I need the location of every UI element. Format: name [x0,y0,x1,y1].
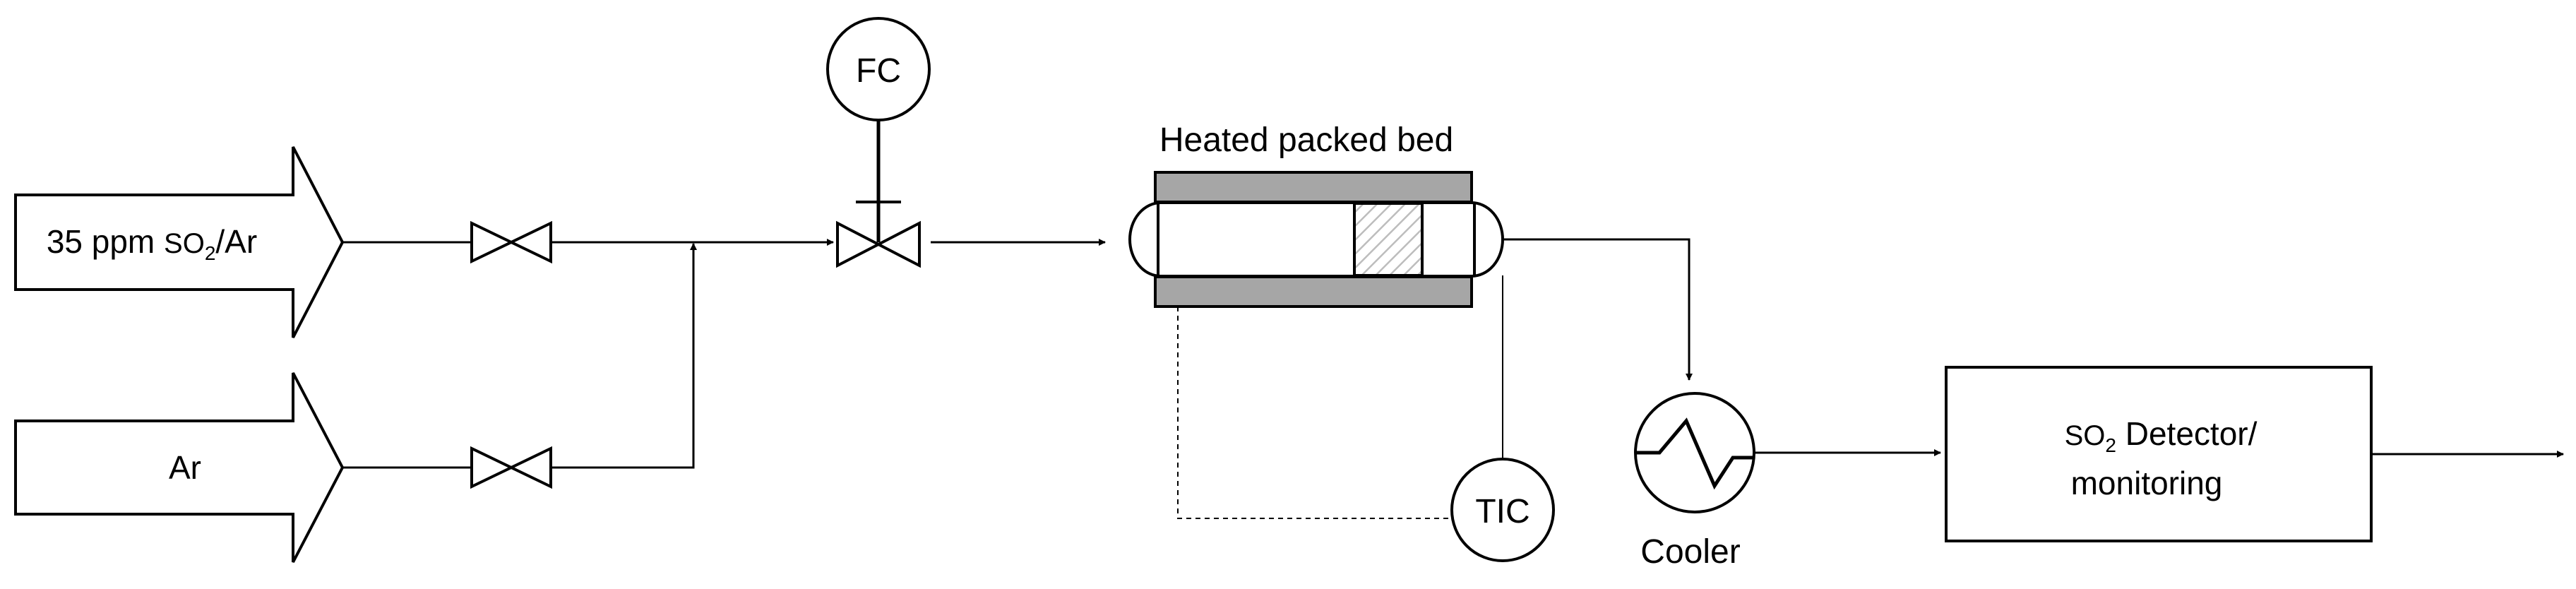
packed-bed-title: Heated packed bed [1159,121,1453,159]
feed-so2-ar-label: 35 ppm SO2/Ar [47,223,257,264]
tic-instrument-bubble [1450,458,1555,562]
pipe-ar-riser [551,243,697,469]
detector-box [1945,366,2373,542]
heater-bottom [1154,275,1473,308]
heated-packed-bed: Heated packed bed [1128,121,1504,308]
cooler-coil-icon [1635,417,1754,490]
feed-arrow-ar: Ar [14,372,345,563]
detector-chem: SO [2065,420,2106,451]
control-valve: FC [826,17,931,268]
tic-label: TIC [1475,493,1530,530]
detector-subscript: 2 [2105,434,2116,456]
so2-detector: SO2 Detector/ monitoring [1945,366,2373,542]
tic-control-signal [1177,307,1452,519]
feed-so2-suffix: /Ar [215,223,257,260]
heater-top [1154,171,1473,203]
feed-so2-subscript: 2 [205,242,216,264]
feed-arrow-so2-ar: 35 ppm SO2/Ar [14,146,345,338]
reactor-tube [1128,201,1504,278]
catalyst-bed [1353,202,1424,277]
manual-valve-1 [470,220,552,264]
detector-line2: monitoring [2071,465,2223,501]
feed-so2-prefix: 35 ppm [47,223,164,260]
feed-ar-label: Ar [169,449,201,486]
piping [342,238,2564,469]
cooler-label: Cooler [1640,533,1740,571]
detector-line1-rest: Detector/ [2116,415,2258,452]
temperature-controller: TIC [1177,275,1555,562]
pipe-bed-to-cooler [1503,238,1693,381]
detector-line1: SO2 Detector/ [2065,415,2258,456]
fc-label: FC [856,52,901,90]
manual-valve-2 [470,446,552,489]
feed-so2-chem: SO [164,228,205,259]
cooler: Cooler [1634,392,1755,571]
